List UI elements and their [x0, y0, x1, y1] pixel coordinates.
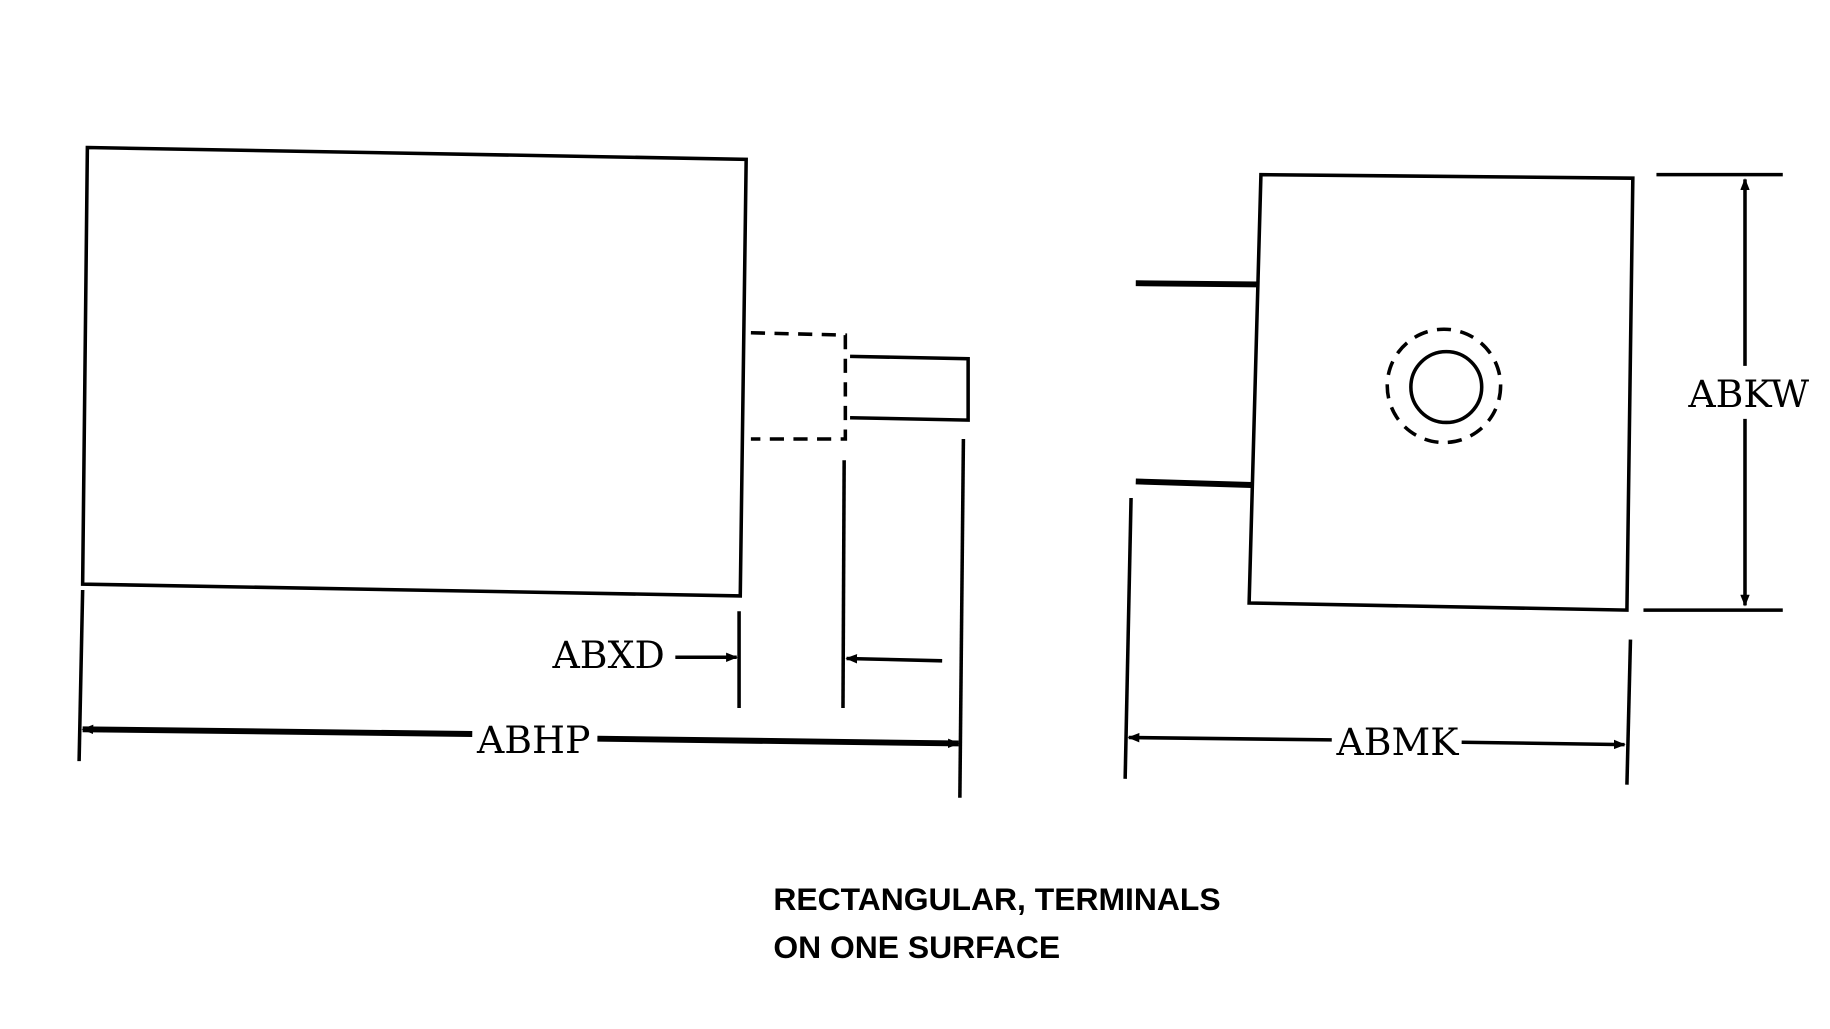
extension-line — [77, 589, 85, 762]
abmk-arrow-right — [1461, 739, 1626, 750]
hidden-shoulder — [750, 331, 848, 441]
end-rectangle — [1247, 172, 1635, 612]
abhp-label: ABHP — [476, 718, 590, 762]
abmk-arrow-left — [1127, 732, 1332, 743]
terminal-stud — [850, 354, 970, 422]
terminal-circle — [1409, 349, 1484, 425]
extension-line — [1625, 639, 1633, 785]
end-view: ABKW ABMK — [1123, 172, 1809, 785]
abxd-label: ABXD — [552, 633, 665, 677]
abhp-arrow-right — [597, 735, 960, 749]
side-view: ABXD ABHP — [77, 145, 970, 798]
abhp-arrow-left — [81, 724, 473, 737]
caption-line-2: ON ONE SURFACE — [773, 929, 1060, 965]
terminal-upper — [1135, 280, 1259, 288]
abxd-arrow-right — [845, 654, 943, 664]
terminal-lower — [1135, 478, 1252, 488]
extension-line — [1123, 497, 1133, 779]
abmk-label: ABMK — [1335, 720, 1459, 764]
extension-line — [841, 460, 846, 709]
abkw-label: ABKW — [1687, 372, 1809, 416]
body-rectangle — [80, 145, 748, 598]
caption-line-1: RECTANGULAR, TERMINALS — [773, 881, 1220, 917]
hidden-circle — [1385, 327, 1503, 445]
extension-line — [958, 438, 966, 798]
